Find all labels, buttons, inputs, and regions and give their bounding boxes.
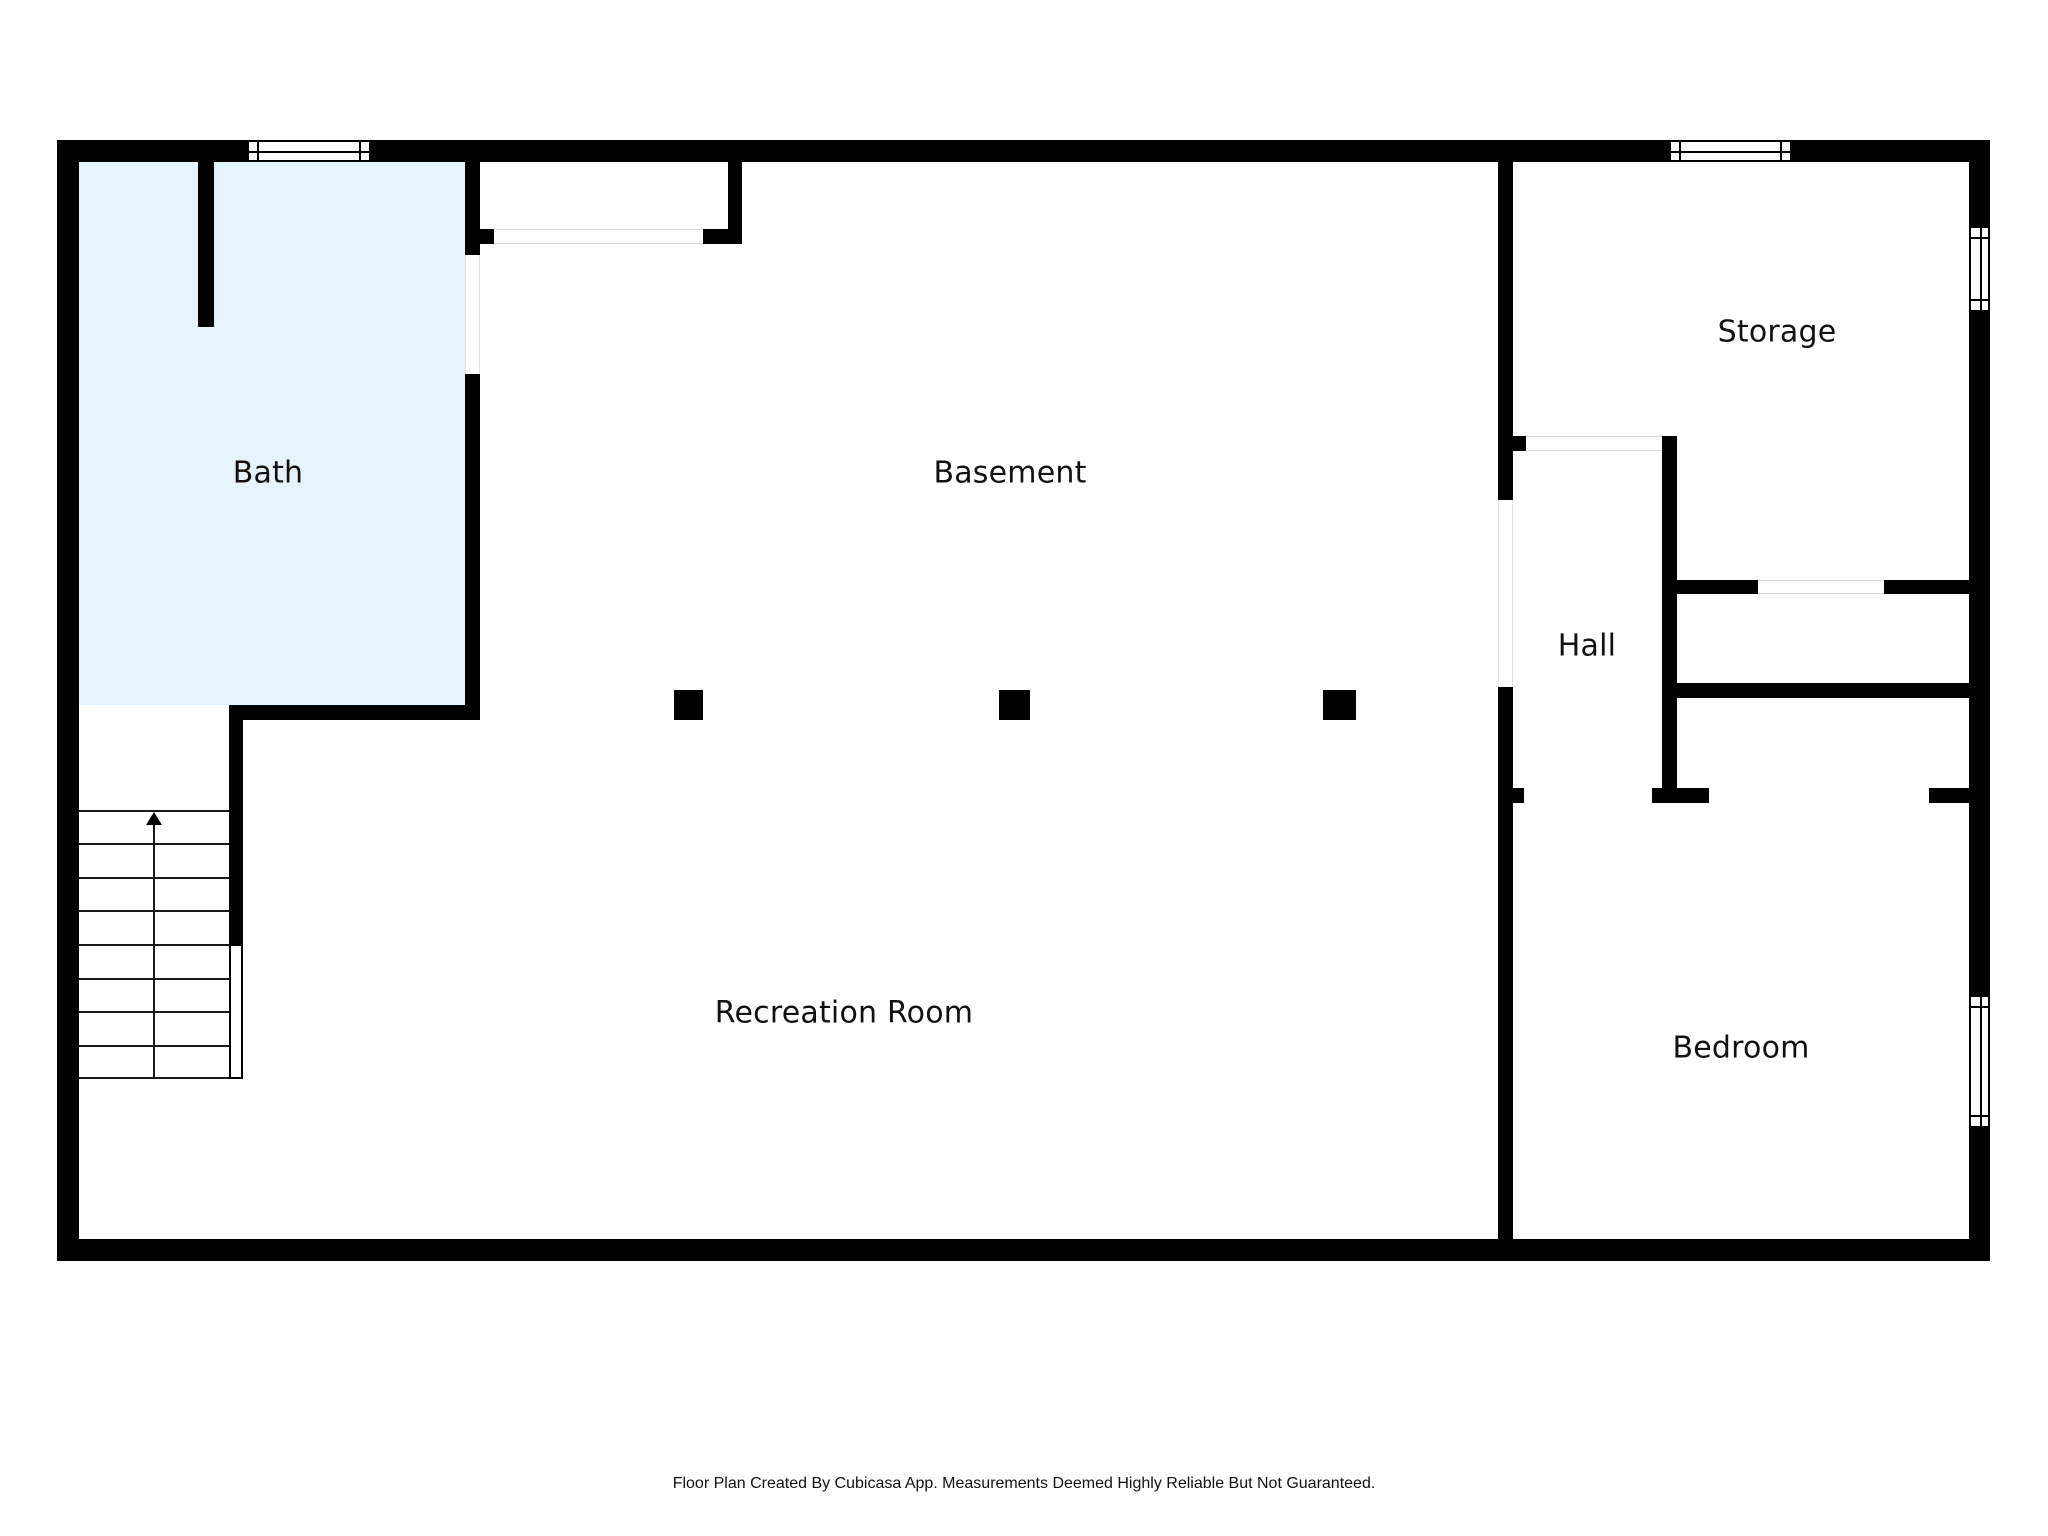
bedroom-stub-left: [1513, 788, 1524, 803]
bedroom-stub-right: [1929, 788, 1969, 803]
stair-railing: [229, 944, 243, 1079]
bath-bottom-wall: [229, 705, 480, 720]
closet-bottom-wall: [1677, 683, 1969, 698]
window-storage-right: [1969, 226, 1990, 312]
closet-stub-left: [480, 229, 494, 244]
bath-doorway[interactable]: [465, 255, 480, 374]
hall-right-wall: [1662, 436, 1677, 803]
window-bedroom-right: [1969, 995, 1990, 1128]
window-storage-top: [1669, 140, 1792, 162]
storage-door-stub: [1513, 436, 1526, 451]
stair-wall: [229, 705, 243, 944]
window-bath-top: [247, 140, 371, 162]
room-label-bedroom: Bedroom: [1672, 1030, 1810, 1066]
outer-wall-left: [57, 140, 79, 1261]
closet-stub-right: [703, 229, 742, 244]
divider-wall-upper: [1498, 162, 1513, 500]
bath-area: [79, 162, 465, 705]
room-label-bath: Bath: [232, 455, 304, 491]
stair-step: [79, 810, 229, 812]
support-column: [1323, 690, 1356, 720]
room-label-hall: Hall: [1557, 628, 1617, 664]
staircase: [79, 810, 229, 1079]
arrow-up-icon: [146, 812, 162, 825]
closet-doorway[interactable]: [494, 229, 703, 244]
room-label-recreation-room: Recreation Room: [714, 995, 974, 1031]
hall-doorway[interactable]: [1498, 500, 1513, 687]
hall-closet-doorway[interactable]: [1758, 580, 1884, 594]
bedroom-stub-middle: [1652, 788, 1709, 803]
divider-wall-lower: [1498, 687, 1513, 1239]
outer-wall-bottom: [57, 1239, 1990, 1261]
support-column: [999, 690, 1030, 720]
outer-wall-right: [1969, 140, 1990, 1261]
storage-doorway[interactable]: [1526, 436, 1662, 451]
bath-right-wall-lower: [465, 374, 480, 720]
closet-right-wall: [728, 162, 742, 244]
room-label-storage: Storage: [1717, 314, 1837, 350]
closet-wall-right-piece: [1884, 580, 1969, 594]
closet-wall-left-piece: [1677, 580, 1758, 594]
support-column: [674, 690, 703, 720]
stair-direction-line: [153, 814, 155, 1079]
room-label-basement: Basement: [933, 455, 1087, 491]
bath-partition-stub: [198, 162, 214, 327]
footer-disclaimer: Floor Plan Created By Cubicasa App. Meas…: [672, 1475, 1376, 1492]
bath-right-wall-upper: [465, 162, 480, 255]
outer-wall-top: [57, 140, 1990, 162]
